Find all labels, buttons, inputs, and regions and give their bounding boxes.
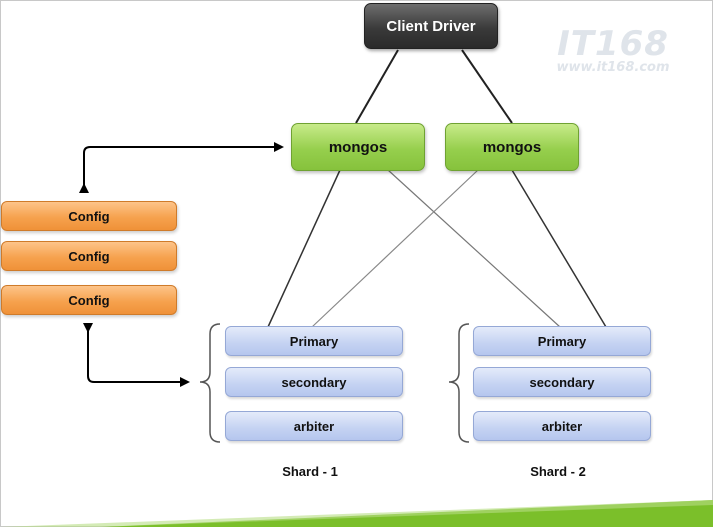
link-driver-mongos-1 [355,49,399,124]
config-server-3: Config [1,285,177,315]
shard-2-label: Shard - 2 [530,464,586,479]
mongos-node-2: mongos [445,123,579,171]
link-mongos1-primary1 [267,169,341,328]
shard-1-label: Shard - 1 [282,464,338,479]
shard-2-arbiter: arbiter [473,411,651,441]
link-driver-mongos-2 [461,49,513,124]
shard-2-secondary: secondary [473,367,651,397]
bottom-accent-stripe-fade [0,500,713,527]
shard-1-brace [199,323,221,443]
shard-1-arbiter: arbiter [225,411,403,441]
link-mongos1-primary2 [387,169,561,328]
arrow-mongos-config [79,142,284,193]
link-mongos2-primary2 [511,169,607,328]
arrow-config-shard [83,323,190,387]
client-driver-node: Client Driver [364,3,498,49]
watermark-logo: IT168 www.it168.com [528,24,698,75]
shard-1-primary: Primary [225,326,403,356]
link-mongos2-primary1 [311,169,479,328]
mongos-node-1: mongos [291,123,425,171]
watermark-url: www.it168.com [556,60,670,75]
config-server-1: Config [1,201,177,231]
config-server-2: Config [1,241,177,271]
shard-1-secondary: secondary [225,367,403,397]
shard-2-primary: Primary [473,326,651,356]
watermark-main: IT168 [557,24,669,64]
shard-2-brace [448,323,470,443]
